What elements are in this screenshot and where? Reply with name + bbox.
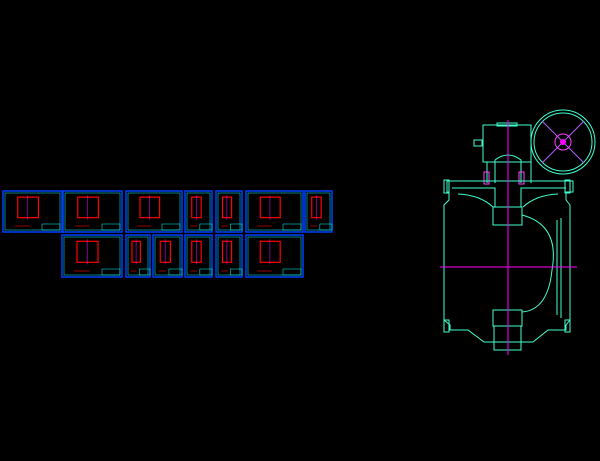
drawing-sheet[interactable] xyxy=(61,234,123,278)
sheet-frame xyxy=(154,236,181,276)
drawing-sheet[interactable] xyxy=(184,190,213,233)
part-geometry xyxy=(259,196,281,219)
flange-bolt-right-top xyxy=(564,179,571,194)
sheet-frame xyxy=(306,192,331,231)
title-block xyxy=(41,223,61,231)
sheet-frame xyxy=(64,192,121,231)
drawing-sheet[interactable] xyxy=(304,190,333,233)
sheet-frame xyxy=(186,192,211,231)
gearbox xyxy=(482,124,532,163)
sheet-frame xyxy=(127,192,181,231)
title-block xyxy=(282,223,302,231)
bonnet xyxy=(452,187,566,208)
ball-plug-arc xyxy=(521,214,554,313)
drawing-sheet[interactable] xyxy=(2,190,63,233)
flange-bolt-left-bottom xyxy=(443,319,450,333)
title-block xyxy=(101,223,121,231)
drawing-sheet[interactable] xyxy=(184,234,213,278)
yoke-bolt-right xyxy=(518,171,525,185)
drawing-sheet[interactable] xyxy=(62,190,123,233)
gearbox-bolt xyxy=(473,139,483,147)
handwheel-inner xyxy=(533,112,593,172)
part-geometry xyxy=(17,196,39,219)
drawing-sheet[interactable] xyxy=(245,190,304,233)
seat-right xyxy=(556,218,562,318)
sheet-frame xyxy=(127,236,149,276)
drawing-sheet[interactable] xyxy=(125,190,183,233)
part-geometry xyxy=(259,240,281,263)
valve-body-outline xyxy=(443,180,574,343)
part-geometry xyxy=(77,196,99,219)
title-block xyxy=(168,268,183,276)
drawing-sheet[interactable] xyxy=(215,234,243,278)
handwheel-hub xyxy=(554,133,572,151)
drawing-sheets-group xyxy=(2,190,333,278)
sheet-frame xyxy=(247,236,302,276)
drawing-sheet[interactable] xyxy=(215,190,243,233)
drawing-sheet[interactable] xyxy=(125,234,151,278)
flange-bolt-left-top xyxy=(443,179,450,194)
title-block xyxy=(199,223,213,231)
title-block xyxy=(319,223,333,231)
title-block xyxy=(161,223,181,231)
sheet-frame xyxy=(63,236,121,276)
sheet-frame xyxy=(247,192,302,231)
title-block xyxy=(230,223,243,231)
sheet-frame xyxy=(217,236,241,276)
yoke-bolt-left xyxy=(483,171,490,185)
gearbox-cap xyxy=(496,122,518,127)
title-block xyxy=(138,268,151,276)
sheet-frame xyxy=(217,192,241,231)
handwheel-hub-center xyxy=(560,139,566,145)
part-geometry xyxy=(139,196,161,219)
title-block xyxy=(282,268,302,276)
sheet-frame xyxy=(4,192,61,231)
title-block xyxy=(101,268,121,276)
title-block xyxy=(230,268,243,276)
drawing-sheet[interactable] xyxy=(245,234,304,278)
part-geometry xyxy=(76,240,99,263)
title-block xyxy=(199,268,213,276)
drawing-sheet[interactable] xyxy=(152,234,183,278)
valve-section-drawing xyxy=(440,109,596,355)
sheet-frame xyxy=(186,236,211,276)
flange-bolt-right-bottom xyxy=(564,319,571,333)
